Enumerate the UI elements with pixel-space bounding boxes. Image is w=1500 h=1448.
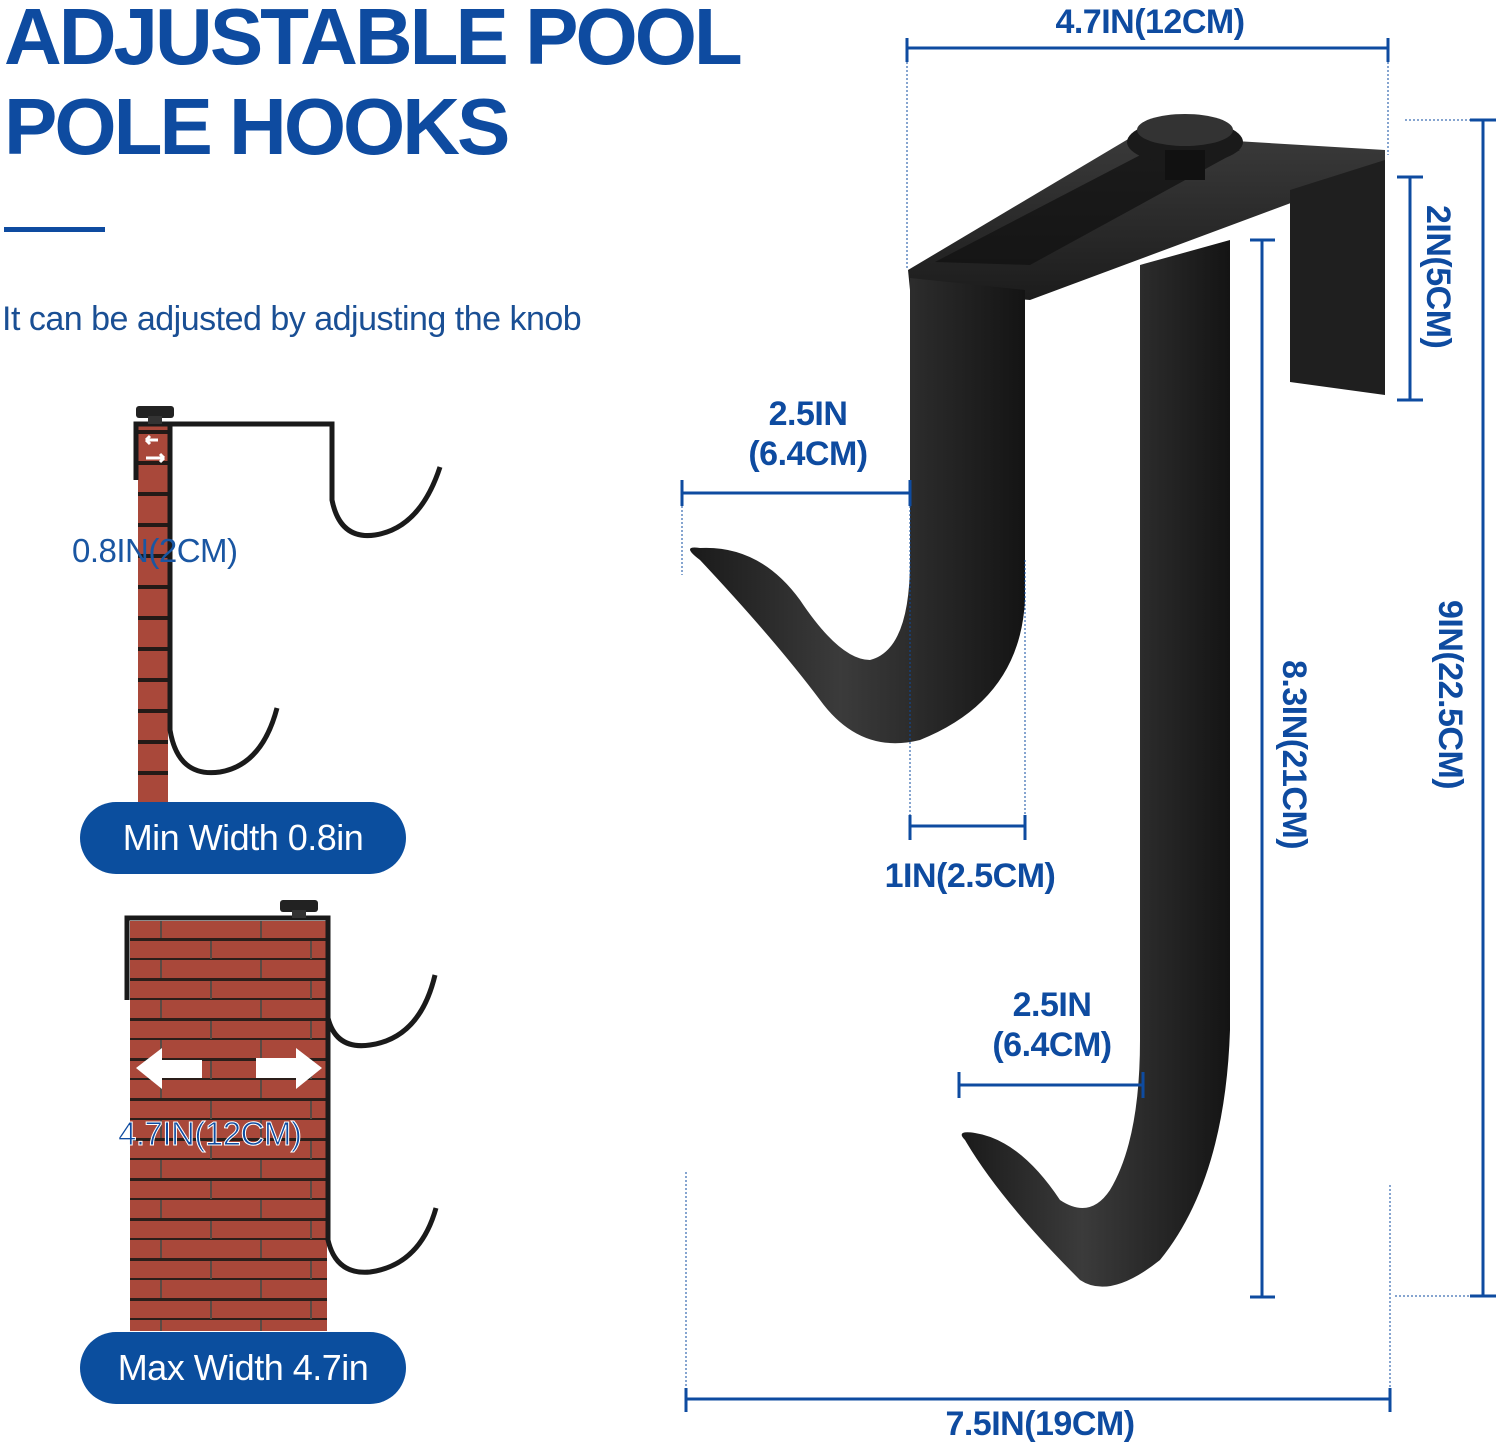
title-underline-divider	[4, 227, 105, 232]
product-illustration	[690, 114, 1385, 1287]
adjust-arrows-icon	[136, 1048, 322, 1089]
subtitle: It can be adjusted by adjusting the knob	[2, 300, 582, 338]
clip-depth-label: 2IN(5CM)	[1419, 205, 1457, 349]
wide-brick-wall	[130, 921, 327, 1331]
upper-hook-width-cm: (6.4CM)	[748, 435, 868, 473]
dimension-lines	[680, 38, 1496, 1412]
lower-hook-body	[961, 240, 1230, 1287]
total-width-label: 7.5IN(19CM)	[945, 1405, 1135, 1443]
knob-icon	[136, 406, 174, 418]
max-width-badge: Max Width 4.7in	[80, 1332, 406, 1404]
upper-hook-shape	[133, 421, 443, 539]
min-width-illustration	[133, 406, 443, 802]
lower-hook-width-cm: (6.4CM)	[992, 1026, 1112, 1064]
lower-hook-shape	[167, 424, 280, 776]
title-line-1: ADJUSTABLE POOL	[4, 0, 743, 81]
max-width-illustration	[124, 900, 439, 1331]
back-clip	[1290, 160, 1385, 395]
title-line-2: POLE HOOKS	[4, 82, 510, 171]
lower-hook-shape	[325, 1018, 439, 1275]
min-width-badge: Min Width 0.8in	[80, 802, 406, 874]
adjustment-slot	[935, 150, 1240, 265]
upper-hook-width-label: 2.5IN (6.4CM)	[718, 394, 898, 474]
max-width-dimension-label: 4.7IN(12CM)	[117, 1115, 302, 1153]
narrow-brick-wall	[138, 422, 168, 802]
lower-hook-width-label: 2.5IN (6.4CM)	[962, 985, 1142, 1065]
arm-length-label: 8.3IN(21CM)	[1275, 660, 1313, 850]
strap-width-label: 1IN(2.5CM)	[884, 857, 1056, 895]
upper-hook-width-inches: 2.5IN	[768, 395, 848, 433]
min-width-dimension-label: 0.8IN(2CM)	[72, 532, 238, 569]
adjust-arrows-icon	[144, 434, 166, 464]
page-title: ADJUSTABLE POOL POLE HOOKS	[4, 0, 743, 172]
total-height-label: 9IN(22.5CM)	[1431, 600, 1469, 790]
lower-hook-width-inches: 2.5IN	[1012, 986, 1092, 1024]
adjustment-knob-icon	[1127, 114, 1243, 180]
knob-icon	[280, 900, 318, 912]
top-width-label: 4.7IN(12CM)	[1055, 3, 1245, 41]
upper-hook-body	[690, 278, 1025, 744]
